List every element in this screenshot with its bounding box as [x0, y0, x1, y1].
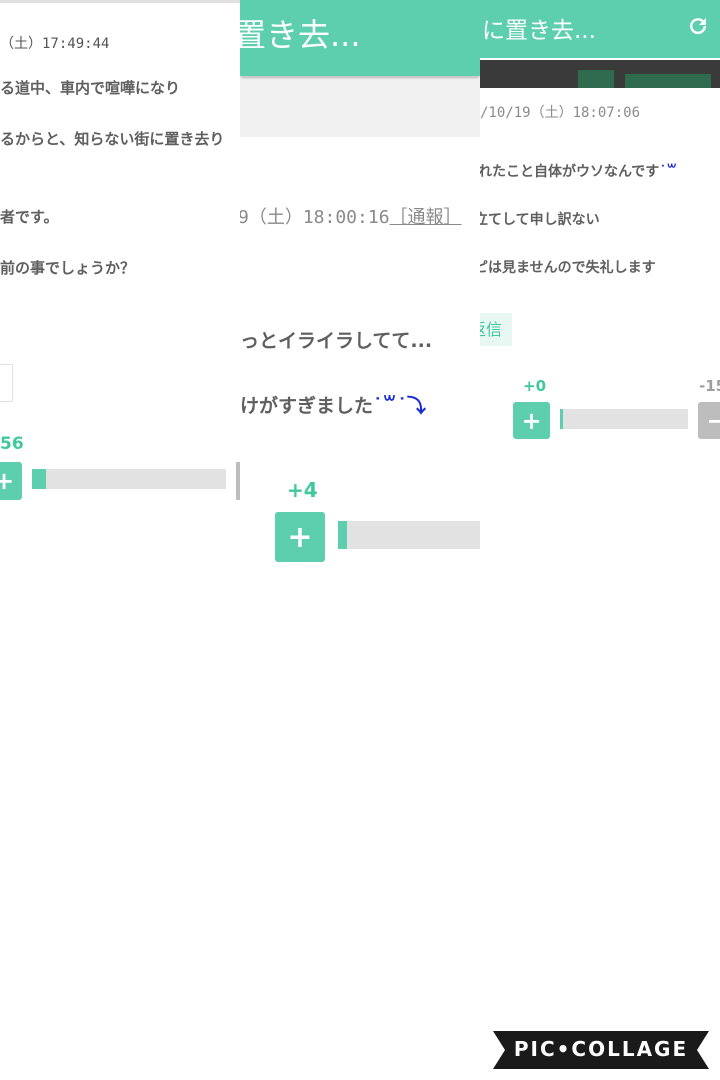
- vote-bar-fill: [338, 521, 347, 549]
- vote-bar: [338, 521, 480, 549]
- vote-plus-count: +0: [523, 377, 547, 395]
- report-link[interactable]: ［通報］: [389, 207, 462, 228]
- face-emoji-icon: ˙꒳: [659, 164, 678, 180]
- post-line-3: ピは見ませんので失礼します: [480, 260, 656, 276]
- top-edge: [0, 0, 240, 3]
- minus-icon: −: [706, 406, 720, 435]
- post-line-2: けがすぎました˙꒳˙⤵: [240, 391, 426, 418]
- vote-count: +4: [287, 478, 318, 502]
- vote-bar-fill: [560, 409, 563, 429]
- pic-collage-watermark: PIC•COLLAGE: [493, 1031, 709, 1069]
- post-line-2-text: けがすぎました: [240, 395, 374, 417]
- post-line-2: るからと、知らない街に置き去り: [0, 130, 225, 148]
- dark-band-block: [625, 74, 711, 88]
- vote-bar-fill: [32, 469, 46, 489]
- downvote-button-edge[interactable]: [236, 462, 240, 500]
- downvote-button[interactable]: −: [698, 402, 720, 439]
- reply-label: 返信: [480, 320, 503, 339]
- collage-panel-2: 置き去... 9（土）18:00:16［通報］ っとイライラしてて... けがす…: [240, 0, 480, 600]
- collage-panel-3: に置き去... /10/19（土）18:07:06 れたこと自体がウソなんです˙…: [480, 0, 720, 470]
- app-header: に置き去...: [480, 0, 720, 58]
- collage-panel-1: （土）17:49:44 る道中、車内で喧嘩になり るからと、知らない街に置き去り…: [0, 0, 240, 560]
- refresh-icon[interactable]: [686, 14, 710, 38]
- vote-bar: [560, 409, 688, 429]
- header-title: 置き去...: [240, 16, 361, 54]
- timestamp-text: 9（土）18:00:16: [240, 207, 390, 228]
- plus-icon: +: [0, 467, 15, 495]
- post-line-1: れたこと自体がウソなんです˙꒳: [480, 161, 677, 181]
- post-line-2: 立てして申し訳ない: [480, 212, 600, 228]
- plus-icon: +: [287, 519, 313, 555]
- dark-band-block: [578, 70, 614, 88]
- post-timestamp: /10/19（土）18:07:06: [480, 105, 641, 121]
- plus-icon: +: [521, 406, 542, 435]
- post-timestamp: 9（土）18:00:16［通報］: [240, 203, 462, 229]
- watermark-text: PIC•COLLAGE: [513, 1037, 689, 1061]
- app-header: 置き去...: [240, 0, 480, 76]
- post-line-1: る道中、車内で喧嘩になり: [0, 79, 181, 97]
- vote-count: 56: [0, 434, 24, 454]
- post-line-4: 前の事でしょうか？: [0, 259, 136, 277]
- sad-face-emoji-icon: ˙꒳˙⤵: [373, 395, 426, 417]
- vote-minus-count: -15: [699, 377, 720, 395]
- post-line-1-text: れたこと自体がウソなんです: [480, 164, 660, 180]
- vote-bar: [32, 469, 226, 489]
- header-title: に置き去...: [482, 18, 596, 44]
- upvote-button[interactable]: +: [513, 402, 550, 439]
- upvote-button[interactable]: +: [0, 462, 22, 500]
- header-spacer: [240, 79, 480, 137]
- post-timestamp: （土）17:49:44: [0, 36, 110, 52]
- post-line-3: 者です。: [0, 208, 59, 226]
- dark-band: [480, 60, 720, 88]
- post-line-1: っとイライラしてて...: [240, 330, 433, 352]
- reply-button[interactable]: 返信: [480, 313, 512, 346]
- reply-button-edge[interactable]: [0, 364, 13, 402]
- upvote-button[interactable]: +: [275, 512, 325, 562]
